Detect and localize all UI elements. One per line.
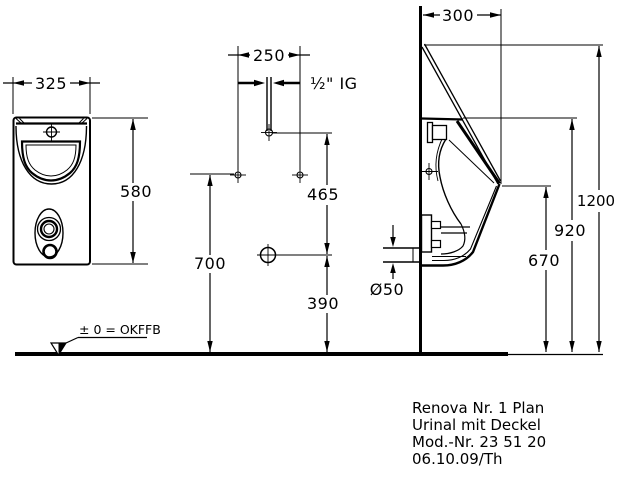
corner-hatch bbox=[77, 118, 84, 125]
front-slope-edge bbox=[455, 120, 501, 185]
drain-ring-inner bbox=[43, 223, 55, 235]
arrowhead bbox=[596, 46, 602, 57]
drain-screw bbox=[42, 243, 58, 260]
arrowhead bbox=[569, 341, 575, 352]
open-lid-edge bbox=[423, 43, 502, 182]
arrowhead bbox=[390, 237, 396, 247]
flange-tab bbox=[430, 239, 442, 249]
arrowhead bbox=[324, 341, 330, 352]
drain-height-dim-label: 390 bbox=[307, 294, 339, 313]
flange-tab bbox=[430, 220, 442, 230]
front-rim-height-dim-label: 670 bbox=[528, 251, 560, 270]
side-view: Ø50 300 1200 920 670 bbox=[370, 6, 615, 353]
front-lower-edge bbox=[421, 183, 501, 267]
drain-cover-outline bbox=[34, 208, 64, 258]
total-height-dim-label: 1200 bbox=[577, 192, 615, 210]
plan-view: 250 ½" IG 465 bbox=[190, 46, 358, 352]
basin-profile-curve2 bbox=[435, 136, 444, 182]
floor-datum: ± 0 = OKFFB bbox=[15, 322, 603, 357]
drain-pipe-dia-label: Ø50 bbox=[370, 280, 404, 299]
corner-hatch bbox=[80, 118, 88, 125]
arrowhead bbox=[324, 243, 330, 254]
arrowhead bbox=[324, 256, 330, 267]
arrowhead bbox=[130, 252, 136, 263]
inlet-fitting bbox=[431, 124, 448, 141]
drain-ring-mid bbox=[39, 219, 59, 239]
inlet-to-drain-dim-label: 465 bbox=[307, 185, 339, 204]
corner-hatch bbox=[19, 118, 26, 125]
urinal-top-edge bbox=[421, 117, 464, 121]
front-width-dim-label: 325 bbox=[35, 74, 67, 93]
arrowhead bbox=[13, 80, 24, 86]
product-type-line: Urinal mit Deckel bbox=[412, 416, 541, 434]
arrowhead bbox=[130, 119, 136, 130]
arrowhead bbox=[596, 341, 602, 352]
front-view: 325 580 bbox=[3, 74, 152, 266]
arrowhead bbox=[569, 119, 575, 130]
revision-date-line: 06.10.09/Th bbox=[412, 450, 503, 468]
title-block: Renova Nr. 1 Plan Urinal mit Deckel Mod.… bbox=[412, 399, 546, 468]
arrowhead bbox=[543, 187, 549, 198]
arrowhead bbox=[273, 79, 284, 87]
arrowhead bbox=[543, 341, 549, 352]
inlet-bracket bbox=[426, 121, 434, 144]
basin-rim bbox=[20, 140, 82, 182]
holes-height-dim-label: 700 bbox=[194, 254, 226, 273]
pipe-spread-dim-label: 250 bbox=[253, 46, 285, 65]
thread-size-label: ½" IG bbox=[310, 74, 358, 93]
arrowhead bbox=[423, 12, 434, 18]
arrowhead bbox=[207, 341, 213, 352]
depth-dim-label: 300 bbox=[442, 6, 474, 25]
arrowhead bbox=[324, 134, 330, 145]
basin-outer-curve bbox=[15, 125, 88, 185]
arrowhead bbox=[238, 52, 249, 58]
urinal-front-outline bbox=[12, 116, 91, 266]
product-name-line: Renova Nr. 1 Plan bbox=[412, 399, 544, 417]
front-lower-inner bbox=[432, 185, 498, 262]
arrowhead bbox=[79, 80, 90, 86]
datum-symbol-fill bbox=[58, 343, 66, 355]
front-slope-inner bbox=[448, 139, 495, 184]
arrowhead bbox=[390, 263, 396, 273]
drain-ring-outer bbox=[36, 216, 62, 242]
rim-top-height-dim-label: 920 bbox=[554, 221, 586, 240]
arrowhead bbox=[207, 175, 213, 186]
arrowhead bbox=[254, 79, 265, 87]
arrowhead bbox=[490, 12, 501, 18]
basin-inner-edge bbox=[25, 144, 77, 177]
arrowhead bbox=[289, 52, 300, 58]
datum-label: ± 0 = OKFFB bbox=[79, 322, 161, 337]
datum-leader-line bbox=[65, 336, 79, 344]
basin-profile-curve bbox=[437, 138, 462, 225]
model-number-line: Mod.-Nr. 23 51 20 bbox=[412, 433, 546, 451]
sump-curve bbox=[440, 223, 466, 255]
front-height-dim-label: 580 bbox=[120, 182, 152, 201]
corner-hatch bbox=[15, 118, 23, 125]
outlet-flange bbox=[420, 214, 433, 253]
